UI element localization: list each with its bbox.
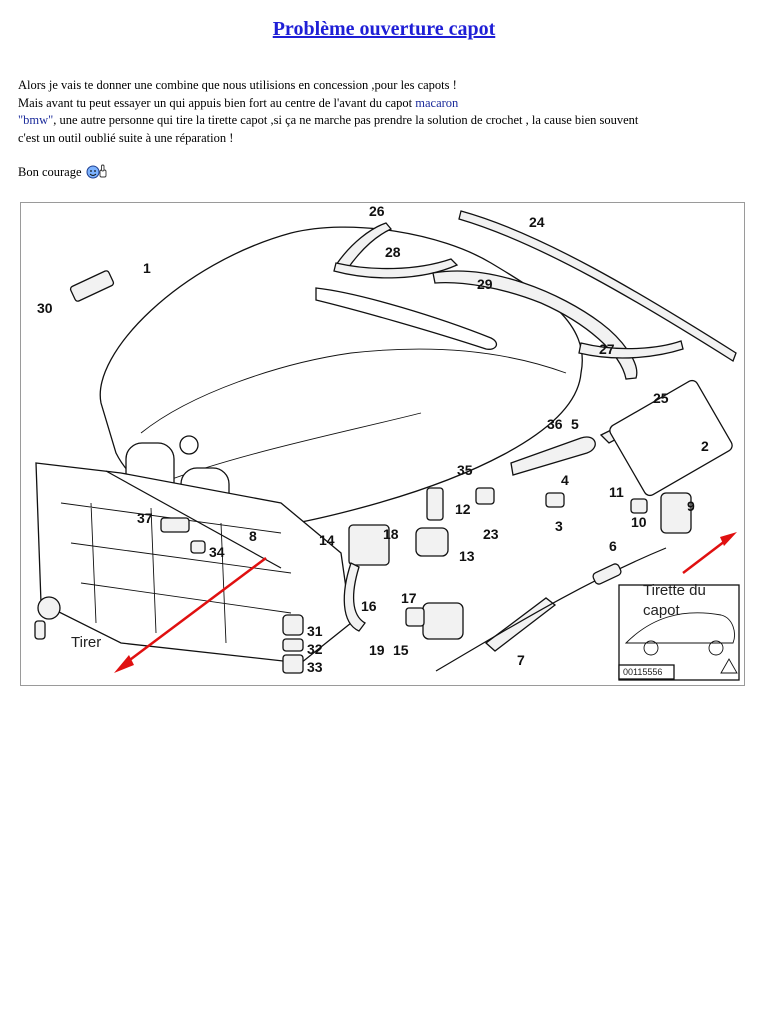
pull-callout: Tirer xyxy=(71,634,101,651)
pull-arrow xyxy=(114,556,267,673)
parts-diagram-svg: 00115556 1 2 3 4 5 6 7 8 9 10 11 12 13 1… xyxy=(34,203,740,681)
part-label-29: 29 xyxy=(477,276,493,292)
part-label-12: 12 xyxy=(455,501,471,517)
part-label-10: 10 xyxy=(631,514,647,530)
part-label-9: 9 xyxy=(687,498,695,514)
part-label-16: 16 xyxy=(361,598,377,614)
part-label-5: 5 xyxy=(571,416,579,432)
part-label-33: 33 xyxy=(307,659,323,675)
hood-parts-diagram: 00115556 1 2 3 4 5 6 7 8 9 10 11 12 13 1… xyxy=(20,202,745,686)
part-label-25: 25 xyxy=(653,390,669,406)
release-callout-line-1: Tirette du xyxy=(643,582,706,599)
paragraph-line-3-text: , une autre personne qui tire la tirette… xyxy=(53,113,639,127)
paragraph-line-4: c'est un outil oublié suite à une répara… xyxy=(18,130,234,145)
part-label-32: 32 xyxy=(307,641,323,657)
page-title: Problème ouverture capot xyxy=(272,18,496,40)
release-callout-line-2: capot xyxy=(643,602,681,619)
closing-line: Bon courage xyxy=(18,164,758,185)
part-label-6: 6 xyxy=(609,538,617,554)
part-label-13: 13 xyxy=(459,548,475,564)
part-label-1: 1 xyxy=(143,260,151,276)
paragraph-line-3: "bmw", une autre personne qui tire la ti… xyxy=(18,112,758,130)
part-label-14: 14 xyxy=(319,532,335,548)
paragraph-line-2-text: Mais avant tu peut essayer un qui appuis… xyxy=(18,95,416,110)
closing-text: Bon courage xyxy=(18,165,82,179)
part-label-35: 35 xyxy=(457,462,473,478)
bmw-roundel xyxy=(179,435,199,455)
release-arrow xyxy=(682,532,737,574)
paragraph-line-1: Alors je vais te donner une combine que … xyxy=(18,78,457,92)
bmw-link[interactable]: "bmw" xyxy=(18,113,54,127)
part-label-18: 18 xyxy=(383,526,399,542)
part-label-31: 31 xyxy=(307,623,323,639)
part-label-28: 28 xyxy=(385,244,401,260)
part-label-27: 27 xyxy=(599,341,615,357)
part-label-30: 30 xyxy=(37,300,53,316)
part-label-15: 15 xyxy=(393,642,409,658)
part-label-3: 3 xyxy=(555,518,563,534)
part-label-17: 17 xyxy=(401,590,417,606)
lock-part-14 xyxy=(348,524,390,566)
inset-car-thumbnail xyxy=(618,584,740,681)
diagram-reference-code: 00115556 xyxy=(623,667,662,677)
part-label-4: 4 xyxy=(561,472,569,488)
part-label-7: 7 xyxy=(517,652,525,668)
part-label-37: 37 xyxy=(137,510,153,526)
part-label-19: 19 xyxy=(369,642,385,658)
part-label-2: 2 xyxy=(701,438,709,454)
post-body: Alors je vais te donner une combine que … xyxy=(18,77,758,185)
part-label-24: 24 xyxy=(529,214,545,230)
part-label-23: 23 xyxy=(483,526,499,542)
paragraph-line-2: Mais avant tu peut essayer un qui appuis… xyxy=(18,95,758,113)
part-label-34: 34 xyxy=(209,544,225,560)
thumbs-up-smiley-icon xyxy=(86,164,108,185)
macaron-link[interactable]: macaron xyxy=(415,95,459,110)
part-label-36: 36 xyxy=(547,416,563,432)
part-label-11: 11 xyxy=(609,484,624,500)
part-label-8: 8 xyxy=(249,528,257,544)
part-number-labels: 1 2 3 4 5 6 7 8 9 10 11 12 13 14 15 16 1… xyxy=(37,203,709,675)
part-label-26: 26 xyxy=(369,203,385,219)
